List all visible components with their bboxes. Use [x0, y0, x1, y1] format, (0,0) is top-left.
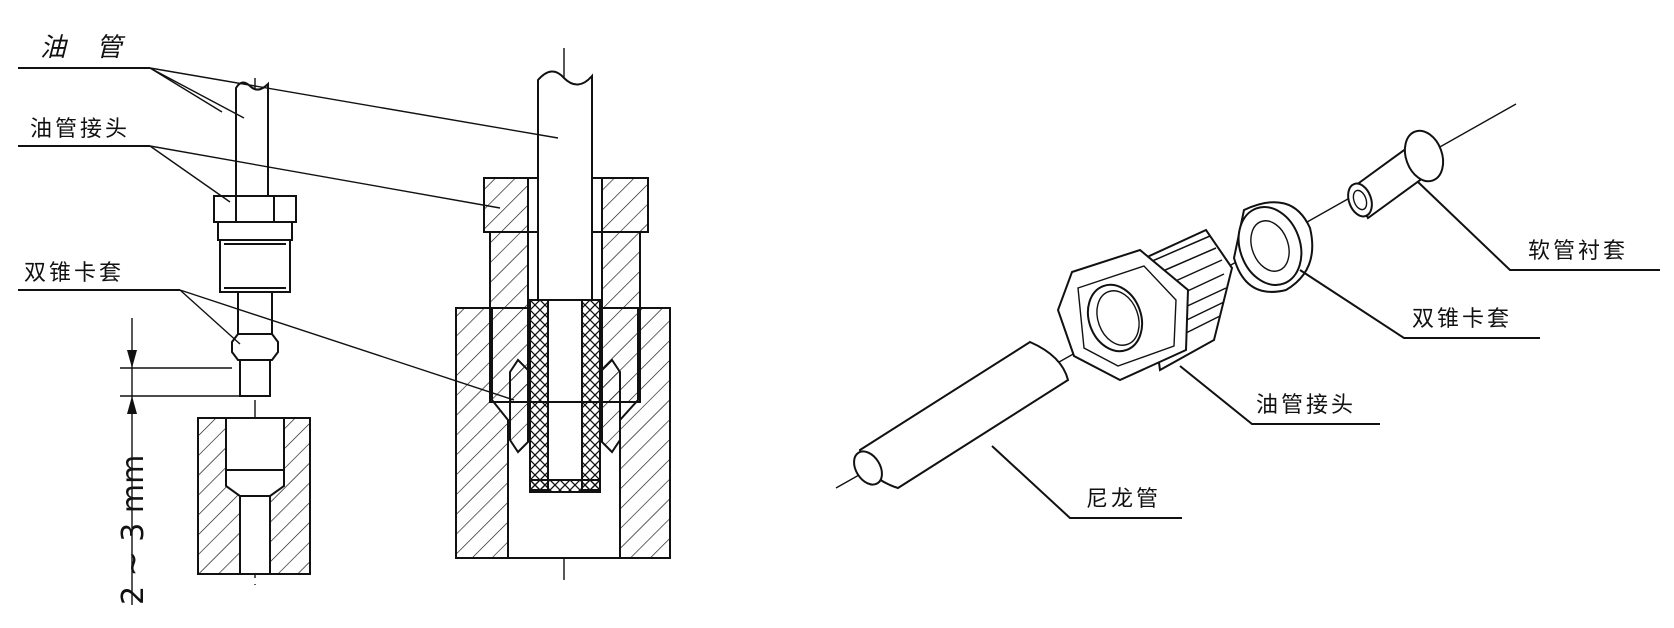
right-leaders — [991, 181, 1660, 519]
ferrule-ring — [1232, 201, 1314, 293]
threaded-fitting — [1056, 228, 1234, 382]
left-cross-section — [455, 48, 671, 580]
label-double-cone-ferrule-right: 双锥卡套 — [1412, 307, 1512, 332]
right-exploded-view — [835, 103, 1517, 490]
dimension-gap: 2 ~ 3 mm — [116, 318, 240, 605]
label-hose-liner: 软管衬套 — [1528, 239, 1628, 264]
dimension-label: 2 ~ 3 mm — [116, 455, 151, 605]
left-small-assembly — [197, 78, 311, 585]
label-oil-pipe: 油 管 — [40, 33, 126, 63]
nylon-tube — [853, 340, 1070, 490]
left-leaders — [18, 67, 559, 401]
label-oil-pipe-fitting-right: 油管接头 — [1256, 393, 1356, 418]
label-oil-pipe-fitting-left: 油管接头 — [30, 117, 130, 142]
label-nylon-tube: 尼龙管 — [1086, 487, 1161, 512]
hose-liner — [1347, 129, 1445, 220]
label-double-cone-ferrule-left: 双锥卡套 — [24, 261, 124, 286]
